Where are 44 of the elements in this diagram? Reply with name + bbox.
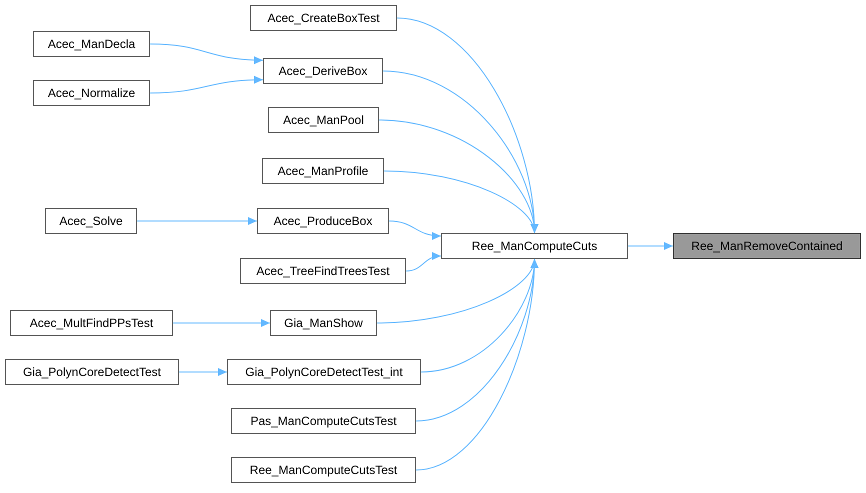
arrow bbox=[628, 242, 674, 250]
function-name: Ree_ManComputeCuts bbox=[472, 239, 598, 253]
function-box bbox=[231, 457, 416, 483]
function-name: Ree_ManComputeCutsTest bbox=[250, 463, 398, 477]
function-box bbox=[673, 233, 861, 259]
function-box bbox=[10, 310, 173, 336]
function-box bbox=[240, 258, 406, 284]
arrow bbox=[416, 258, 538, 470]
function-name: Acec_CreateBoxTest bbox=[267, 11, 380, 25]
arrow bbox=[136, 217, 258, 225]
arrow bbox=[150, 76, 264, 94]
arrow bbox=[406, 252, 442, 272]
function-name: Pas_ManComputeCutsTest bbox=[250, 414, 397, 428]
function-name: Acec_Solve bbox=[59, 214, 123, 228]
function-name: Ree_ManRemoveContained bbox=[691, 239, 843, 253]
function-box bbox=[250, 5, 397, 31]
function-box bbox=[257, 208, 389, 234]
function-box bbox=[263, 58, 383, 84]
function-box bbox=[33, 31, 150, 57]
function-box bbox=[270, 310, 377, 336]
function-box bbox=[231, 408, 416, 434]
function-name: Acec_Normalize bbox=[48, 86, 136, 100]
function-box bbox=[33, 80, 150, 106]
function-name: Acec_ManProfile bbox=[278, 164, 368, 178]
function-box bbox=[5, 359, 179, 385]
arrow bbox=[178, 368, 228, 376]
function-box bbox=[441, 233, 628, 259]
function-box bbox=[227, 359, 421, 385]
function-name: Acec_ManPool bbox=[283, 113, 364, 127]
arrow bbox=[150, 44, 264, 64]
arrow bbox=[172, 319, 270, 327]
function-box bbox=[268, 107, 379, 133]
function-name: Gia_ManShow bbox=[284, 316, 363, 330]
function-name: Acec_DeriveBox bbox=[278, 64, 368, 78]
function-name: Acec_MultFindPPsTest bbox=[30, 316, 154, 330]
function-name: Acec_TreeFindTreesTest bbox=[256, 264, 390, 278]
function-name: Acec_ManDecla bbox=[48, 37, 136, 51]
function-box bbox=[45, 208, 137, 234]
arrow bbox=[384, 170, 537, 234]
arrow bbox=[388, 220, 442, 240]
function-name: Gia_PolynCoreDetectTest bbox=[22, 365, 162, 379]
function-box bbox=[262, 158, 384, 184]
function-name: Gia_PolynCoreDetectTest_int bbox=[245, 365, 403, 379]
function-name: Acec_ProduceBox bbox=[274, 214, 372, 228]
